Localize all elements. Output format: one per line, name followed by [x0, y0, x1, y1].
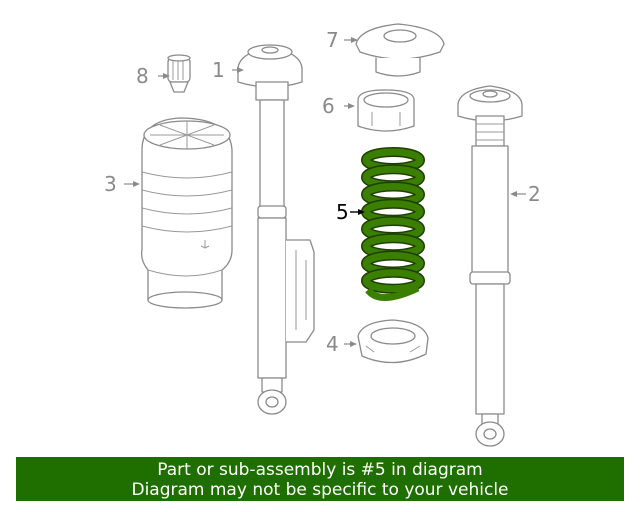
callout-4: 4	[326, 332, 339, 356]
callout-5: 5	[336, 200, 349, 224]
part-2-shock-absorber	[457, 85, 523, 447]
leader-lines	[124, 37, 526, 347]
spring-coil	[362, 269, 424, 293]
info-banner: Part or sub-assembly is #5 in diagram Di…	[16, 457, 624, 501]
part-6-spring-seat	[357, 89, 415, 132]
parts-diagram	[124, 23, 526, 447]
callout-6: 6	[322, 94, 335, 118]
part-3-air-spring	[140, 117, 233, 309]
part-5-coil-spring	[361, 147, 425, 301]
callout-3: 3	[104, 172, 117, 196]
callout-8: 8	[136, 64, 149, 88]
part-8-valve	[167, 54, 191, 93]
callout-1: 1	[212, 58, 225, 82]
banner-line-2: Diagram may not be specific to your vehi…	[131, 480, 509, 500]
callout-2: 2	[528, 182, 541, 206]
spring-end-coil	[365, 284, 420, 301]
callout-7: 7	[326, 28, 339, 52]
part-1-shock-absorber	[237, 44, 315, 415]
part-4-lower-seat	[357, 319, 429, 364]
banner-line-1: Part or sub-assembly is #5 in diagram	[157, 460, 483, 480]
part-7-top-mount	[355, 23, 445, 77]
